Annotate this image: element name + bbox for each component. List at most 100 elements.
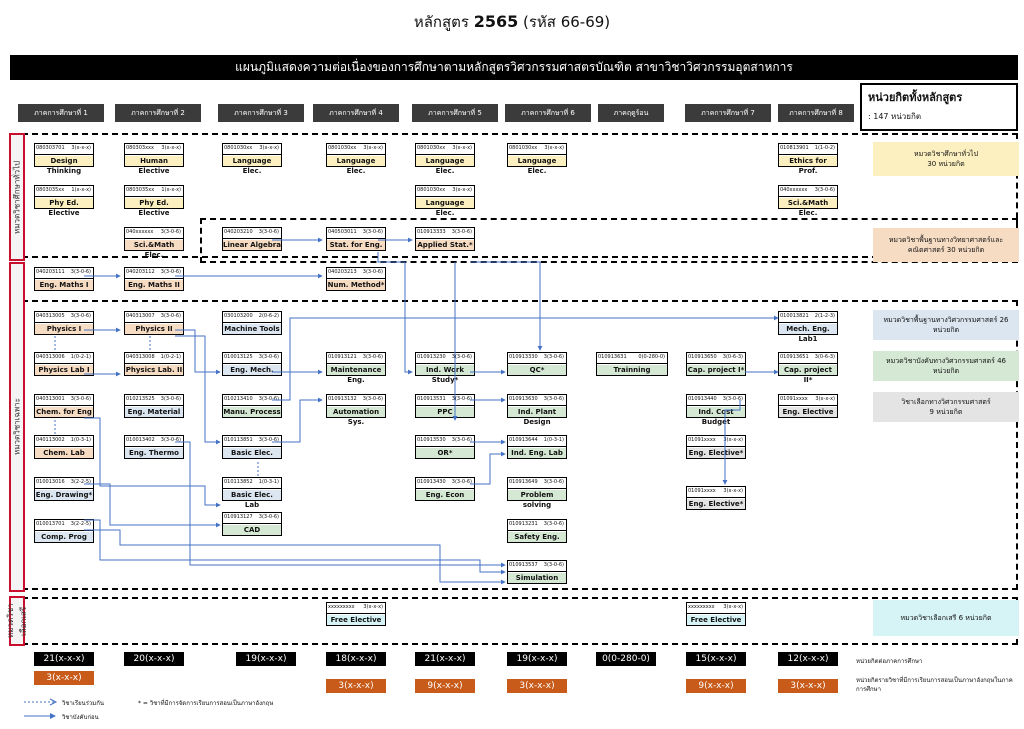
- course-name: Language Elec.: [327, 156, 385, 175]
- course-name: Maintenance Eng.: [327, 365, 385, 384]
- course-divider: [508, 363, 566, 364]
- course-credit: 3(3-0-6): [258, 396, 279, 402]
- course-code: 080303xxx: [126, 145, 154, 151]
- course-divider: [223, 154, 281, 155]
- course-divider: [327, 238, 385, 239]
- course-name: Language Elec.: [223, 156, 281, 175]
- course-code: 010913121: [328, 354, 357, 360]
- course-code: 010913330: [509, 354, 538, 360]
- course-name: Free Elective: [687, 615, 745, 625]
- arrow-drawing-cad: [84, 483, 221, 528]
- course-divider: [223, 446, 281, 447]
- course-credit: 3(3-0-6): [362, 229, 383, 235]
- course-code: 010113852: [224, 479, 253, 485]
- bottom-legend: วิชาเรียนร่วมกัน วิชาบังคับก่อน * = วิชา…: [20, 696, 280, 726]
- english-credit-total: 3(x-x-x): [34, 671, 94, 685]
- course-credit: 3(3-0-6): [543, 562, 564, 568]
- course-divider: [223, 363, 281, 364]
- course-name: Chem. for Eng: [35, 407, 93, 417]
- course-name: Machine Tools: [223, 324, 281, 334]
- course-name: Applied Stat.*: [416, 240, 474, 250]
- course-divider: [35, 363, 93, 364]
- course-credit: 3(3-0-6): [160, 396, 181, 402]
- course-name: Basic Elec.: [223, 448, 281, 458]
- course-divider: [687, 613, 745, 614]
- semester-total: 21(x-x-x): [415, 652, 475, 666]
- course-divider: [508, 405, 566, 406]
- course-name: Phy Ed. Elective: [35, 198, 93, 217]
- course-credit: 3(3-0-6): [722, 396, 743, 402]
- semester-total: 19(x-x-x): [507, 652, 567, 666]
- arrow-chem-cad: [84, 417, 221, 508]
- semester-header: ภาคการศึกษาที่ 4: [313, 104, 399, 122]
- course-divider: [508, 571, 566, 572]
- course-code: 010813901: [780, 145, 809, 151]
- course-divider: [125, 446, 183, 447]
- course-name: Eng. Econ: [416, 490, 474, 500]
- course-credit: 3(3-0-6): [543, 396, 564, 402]
- course-code: 010913440: [688, 396, 717, 402]
- course-credit: 1(0-2-1): [160, 354, 181, 360]
- course-code: 0801030xx: [417, 145, 446, 151]
- arrow-basicelec-automation: [272, 397, 323, 443]
- course-code: 01091xxxx: [780, 396, 808, 402]
- course-name: PPC: [416, 407, 474, 417]
- course-name: Eng. Elective: [779, 407, 837, 417]
- totals-label: หน่วยกิตต่อภาคการศึกษา: [856, 658, 923, 665]
- course-divider: [125, 363, 183, 364]
- semester-header: ภาคการศึกษาที่ 1: [18, 104, 104, 122]
- course-name: Chem. Lab: [35, 448, 93, 458]
- category-box: หมวดวิชาเลือกเสรี 6 หน่วยกิต: [873, 600, 1019, 636]
- course-code: 010913531: [417, 396, 446, 402]
- course-name: Mech. Eng. Lab1: [779, 324, 837, 343]
- english-credits-label: หน่วยกิตรายวิชาที่มีการเรียนการสอนเป็นภา…: [856, 677, 1013, 693]
- curriculum-banner: แผนภูมิแสดงความต่อเนื่องของการศึกษาตามหล…: [10, 55, 1018, 80]
- course-code: 040313007: [126, 313, 155, 319]
- semester-header: ภาคการศึกษาที่ 5: [412, 104, 498, 122]
- course-code: 010913430: [417, 479, 446, 485]
- course-name: Linear Algebra: [223, 240, 281, 250]
- course-name: Comp. Prog: [35, 532, 93, 542]
- course-name: OR*: [416, 448, 474, 458]
- course-credit: 1(1-0-2): [814, 145, 835, 151]
- course-credit: 3(3-0-6): [543, 479, 564, 485]
- course-credit: 3(3-0-6): [362, 396, 383, 402]
- course-divider: [327, 613, 385, 614]
- course-credit: 3(3-0-6): [543, 521, 564, 527]
- category-box: หมวดวิชาศึกษาทั่วไป 30 หน่วยกิต: [873, 142, 1019, 176]
- course-code: 010913231: [509, 521, 538, 527]
- course-name: Eng. Maths I: [35, 280, 93, 290]
- course-divider: [223, 523, 281, 524]
- course-name: Ind. Eng. Lab: [508, 448, 566, 458]
- semester-total: 12(x-x-x): [778, 652, 838, 666]
- course-name: Sci.&Math Elec.: [125, 240, 183, 259]
- course-credit: 3(3-0-6): [160, 437, 181, 443]
- course-divider: [35, 154, 93, 155]
- semester-header: ภาคฤดูร้อน: [598, 104, 664, 122]
- course-code: 030103200: [224, 313, 253, 319]
- course-divider: [223, 488, 281, 489]
- course-code: 0803035xx: [36, 187, 65, 193]
- course-code: 010913630: [509, 396, 538, 402]
- course-code: 010913650: [688, 354, 717, 360]
- course-divider: [125, 278, 183, 279]
- course-code: 010913649: [509, 479, 538, 485]
- course-divider: [779, 363, 837, 364]
- course-credit: 3(x-x-x): [452, 145, 472, 151]
- course-divider: [779, 154, 837, 155]
- course-code: 010913132: [328, 396, 357, 402]
